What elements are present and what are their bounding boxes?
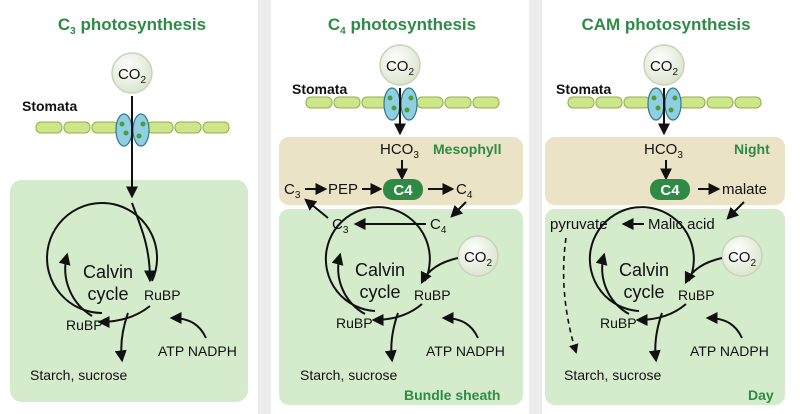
cam-rubp-return-arrow	[635, 303, 687, 326]
c3-calvin-cycle-arc-left	[58, 252, 93, 317]
c3-leaf-cells	[35, 121, 230, 134]
c3-calvin-label-1: Calvin	[83, 262, 133, 282]
cam-pill-label: C4	[660, 182, 680, 199]
cam-pill	[650, 179, 690, 200]
cam-pyruvate: pyruvate	[550, 216, 608, 233]
cam-atp-arrow	[705, 312, 743, 339]
cam-calvin-label-1: Calvin	[619, 260, 669, 280]
cam-calvin-cycle-arc-upper	[588, 206, 695, 312]
cam-zone-night: Night	[734, 141, 770, 157]
cam-calvin-cycle-arc-left	[595, 252, 630, 315]
c4-atp-nadph: ATP NADPH	[426, 343, 505, 359]
cam-co2-to-rubp-arrow	[684, 257, 723, 285]
cam-zone-day: Day	[748, 387, 774, 403]
c4-stomata-label: Stomata	[292, 81, 347, 97]
c4-co2-bubble	[379, 44, 421, 86]
c3-atp-nadph: ATP NADPH	[158, 343, 237, 359]
cam-stoma-guard-cells	[647, 87, 682, 121]
cam-pyruvate-dashed-arrow	[562, 237, 579, 354]
c3-rubp-bottom: RuBP	[66, 317, 103, 333]
cam-products-arrow	[648, 312, 663, 363]
c4-atp-arrow	[441, 312, 479, 339]
c3-products-arrow	[114, 312, 129, 363]
cam-hco3: HCO3	[644, 141, 683, 161]
c4-zone-mesophyll: Mesophyll	[433, 141, 501, 157]
c4-zone-bundle-sheath: Bundle sheath	[404, 387, 500, 403]
cam-calvin-label-2: cycle	[623, 282, 664, 302]
cam-co2-day-bubble	[721, 235, 763, 277]
c3-panel-content: C3 photosynthesis CO2 Stomata Calvin cyc…	[10, 15, 248, 402]
cam-rubp-top: RuBP	[678, 287, 715, 303]
c4-co2-bundle-bubble	[457, 235, 499, 277]
c4-pill-label: C4	[393, 182, 413, 199]
c4-rubp-bottom: RuBP	[336, 315, 373, 331]
c4-rubp-return-arrow	[371, 303, 423, 326]
c4-calvin-label-1: Calvin	[355, 260, 405, 280]
c4-co2-to-rubp-arrow	[420, 257, 459, 285]
cam-atp-nadph: ATP NADPH	[690, 343, 769, 359]
c4-panel-content: C4 photosynthesis CO2 Stomata HCO3 Mesop…	[279, 15, 523, 405]
c3-calvin-cycle-arc-upper	[46, 202, 159, 314]
c3-rubp-top: RuBP	[144, 287, 181, 303]
c4-leaf-cells	[305, 96, 500, 109]
c3-co2-label: CO2	[118, 66, 147, 86]
c4-rubp-top: RuBP	[414, 287, 451, 303]
cam-products: Starch, sucrose	[564, 367, 661, 383]
c3-stoma-guard-cells	[115, 113, 150, 147]
c4-hco3: HCO3	[380, 141, 419, 161]
cam-stomata-label: Stomata	[556, 81, 611, 97]
cam-co2-day-label: CO2	[728, 249, 757, 269]
c4-products: Starch, sucrose	[300, 367, 397, 383]
c4-products-arrow	[384, 312, 399, 363]
c3-calvin-label-2: cycle	[87, 284, 128, 304]
c3-co2-to-rubp-arrow	[131, 202, 156, 283]
cam-co2-label: CO2	[650, 58, 679, 78]
c3-stomata-label: Stomata	[22, 98, 77, 114]
c4-calvin-cycle-arc-left	[331, 252, 366, 315]
c3-atp-arrow	[169, 312, 207, 339]
c4-c4-mid: C4	[430, 216, 447, 236]
cam-leaf-cells	[567, 96, 762, 109]
c4-calvin-cycle-arc-upper	[324, 206, 431, 312]
c3-co2-bubble	[111, 52, 153, 94]
c3-title: C3 photosynthesis	[58, 15, 206, 37]
c4-c3-return-arrow	[304, 198, 329, 219]
c4-title: C4 photosynthesis	[328, 15, 476, 37]
c4-calvin-label-2: cycle	[359, 282, 400, 302]
c3-chloroplast-region	[10, 180, 248, 402]
c4-stoma-guard-cells	[383, 87, 418, 121]
c4-co2-bundle-label: CO2	[464, 249, 493, 269]
c4-c4-right: C4	[456, 181, 473, 201]
c4-pill	[383, 179, 423, 200]
c4-c3-left: C3	[284, 181, 301, 201]
cam-malate: malate	[722, 181, 767, 198]
cam-rubp-bottom: RuBP	[600, 315, 637, 331]
c3-products: Starch, sucrose	[30, 367, 127, 383]
cam-panel-content: CAM photosynthesis CO2 Stomata HCO3 Nigh…	[545, 15, 785, 405]
cam-malate-down-arrow	[726, 201, 745, 220]
c4-c4-down-arrow	[450, 201, 467, 218]
cam-title: CAM photosynthesis	[581, 15, 750, 34]
c4-pep: PEP	[328, 181, 358, 198]
c4-co2-label: CO2	[386, 58, 415, 78]
cam-co2-bubble	[643, 44, 685, 86]
